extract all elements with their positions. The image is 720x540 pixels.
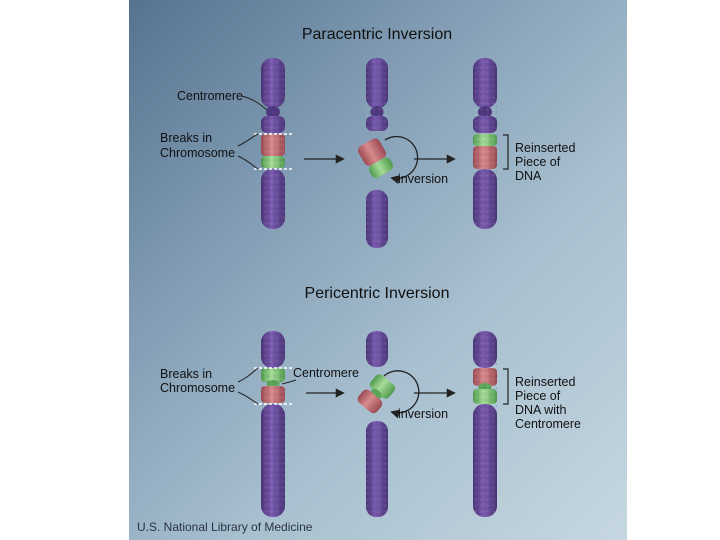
pericentric-chromosome-original (254, 331, 292, 517)
pericentric-breaks-label-2: Chromosome (160, 381, 235, 395)
reinserted-bracket (503, 368, 509, 405)
centromere-pointer (240, 95, 268, 111)
reinserted-bracket (503, 134, 509, 170)
pericentric-inversion-label: inversion (398, 407, 448, 421)
paracentric-inversion-label: inversion (398, 172, 448, 186)
pericentric-breaks-label-1: Breaks in (160, 367, 212, 381)
paracentric-reinserted-label-1: Reinserted (515, 141, 575, 155)
rotation-arrow (384, 135, 419, 185)
credit-text: U.S. National Library of Medicine (137, 520, 313, 534)
paracentric-chromosome-broken (357, 58, 419, 248)
paracentric-breaks-label-1: Breaks in (160, 131, 212, 145)
pericentric-reinserted-label-3: DNA with (515, 403, 566, 417)
inverted-segment (357, 374, 396, 414)
paracentric-reinserted-label-2: Piece of (515, 155, 561, 169)
paracentric-chromosome-original (254, 58, 292, 229)
inverted-segment (357, 138, 394, 178)
centromere-pointer (281, 379, 297, 385)
breaks-pointer-bottom (237, 391, 259, 405)
pericentric-reinserted-label-2: Piece of (515, 389, 561, 403)
pericentric-centromere-label: Centromere (293, 366, 359, 380)
pericentric-title: Pericentric Inversion (305, 285, 450, 302)
paracentric-title: Paracentric Inversion (302, 26, 452, 43)
paracentric-breaks-label-2: Chromosome (160, 146, 235, 160)
pericentric-reinserted-label-1: Reinserted (515, 375, 575, 389)
diagram-panel: Paracentric Inversion Centromere Breaks … (129, 0, 627, 540)
breaks-pointer-top (237, 367, 259, 383)
paracentric-centromere-label: Centromere (177, 89, 243, 103)
rotation-arrow (383, 370, 420, 419)
pericentric-chromosome-broken (357, 331, 420, 517)
pericentric-reinserted-label-4: Centromere (515, 417, 581, 431)
paracentric-reinserted-label-3: DNA (515, 169, 542, 183)
breaks-pointer-top (237, 133, 259, 147)
paracentric-chromosome-result (473, 58, 497, 229)
breaks-pointer-bottom (237, 155, 259, 170)
pericentric-chromosome-result (473, 331, 497, 517)
inversion-diagram: Paracentric Inversion Centromere Breaks … (137, 26, 581, 534)
